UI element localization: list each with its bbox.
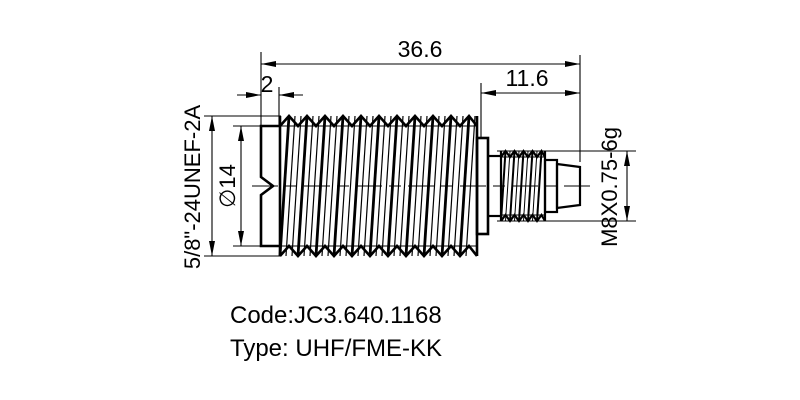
thread-flank-line: [518, 150, 525, 222]
thread-flank-line: [314, 115, 327, 257]
thread-flank-line: [429, 115, 440, 257]
thread-flank-line: [363, 115, 374, 257]
thread-flank-line: [440, 115, 453, 257]
thread-flank-line: [422, 115, 435, 257]
code-label: Code:JC3.640.1168: [230, 302, 442, 329]
thread-flank-line: [536, 150, 543, 222]
fme-bottom-crest-zigzag: [500, 213, 546, 223]
title-block: Code:JC3.640.1168 Type: UHF/FME-KK: [230, 302, 442, 362]
thread-flank-line: [309, 115, 320, 257]
thread-flank-line: [399, 115, 410, 257]
thread-flank-line: [332, 115, 345, 257]
thread-flank-line: [417, 115, 428, 257]
thread-flank-line: [527, 150, 534, 222]
thread-flank-line: [514, 150, 520, 222]
dimension-annotations: 36.6 11.6 2 5/8"-24UNEF-2A ∅14 M8X0.75-6…: [180, 36, 636, 269]
connector-tip: [555, 162, 582, 210]
thread-flank-line: [368, 115, 381, 257]
uhf-bottom-crest-zigzag: [279, 243, 479, 258]
thread-flank-line: [447, 115, 458, 257]
dim-text-fme-thread-spec: M8X0.75-6g: [597, 127, 622, 247]
dim-text-cap-diameter: ∅14: [215, 164, 240, 208]
thread-flank-line: [500, 150, 507, 222]
thread-flank-line: [303, 115, 314, 257]
thread-flank-line: [357, 115, 368, 257]
thread-flank-line: [505, 150, 511, 222]
thread-flank-line: [532, 150, 538, 222]
thread-flank-line: [345, 115, 356, 257]
thread-flank-line: [393, 115, 404, 257]
thread-flank-line: [404, 115, 417, 257]
flange: [475, 136, 490, 236]
thread-flank-line: [411, 115, 422, 257]
thread-flank-line: [465, 115, 476, 257]
fme-thread-flank-lines: [500, 150, 543, 222]
thread-flank-line: [350, 115, 363, 257]
thread-flank-line: [381, 115, 392, 257]
thread-flank-line: [458, 115, 471, 257]
thread-flank-line: [327, 115, 338, 257]
thread-flank-line: [321, 115, 332, 257]
dim-text-uhf-thread-spec: 5/8"-24UNEF-2A: [180, 105, 205, 270]
thread-flank-line: [453, 115, 464, 257]
dim-text-overall-length: 36.6: [398, 36, 443, 62]
thread-flank-line: [523, 150, 529, 222]
thread-flank-line: [285, 115, 296, 257]
thread-flank-line: [386, 115, 399, 257]
connector-body: [252, 113, 592, 258]
thread-flank-line: [278, 115, 291, 257]
type-label: Type: UHF/FME-KK: [230, 335, 442, 362]
thread-flank-line: [509, 150, 516, 222]
thread-flank-line: [375, 115, 386, 257]
thread-flank-line: [339, 115, 350, 257]
thread-flank-line: [296, 115, 309, 257]
thread-flank-line: [435, 115, 446, 257]
thread-flank-line: [291, 115, 302, 257]
uhf-thread-flank-lines: [278, 115, 476, 257]
dim-text-right-section: 11.6: [505, 65, 548, 91]
dim-text-cap-thickness: 2: [261, 71, 274, 97]
